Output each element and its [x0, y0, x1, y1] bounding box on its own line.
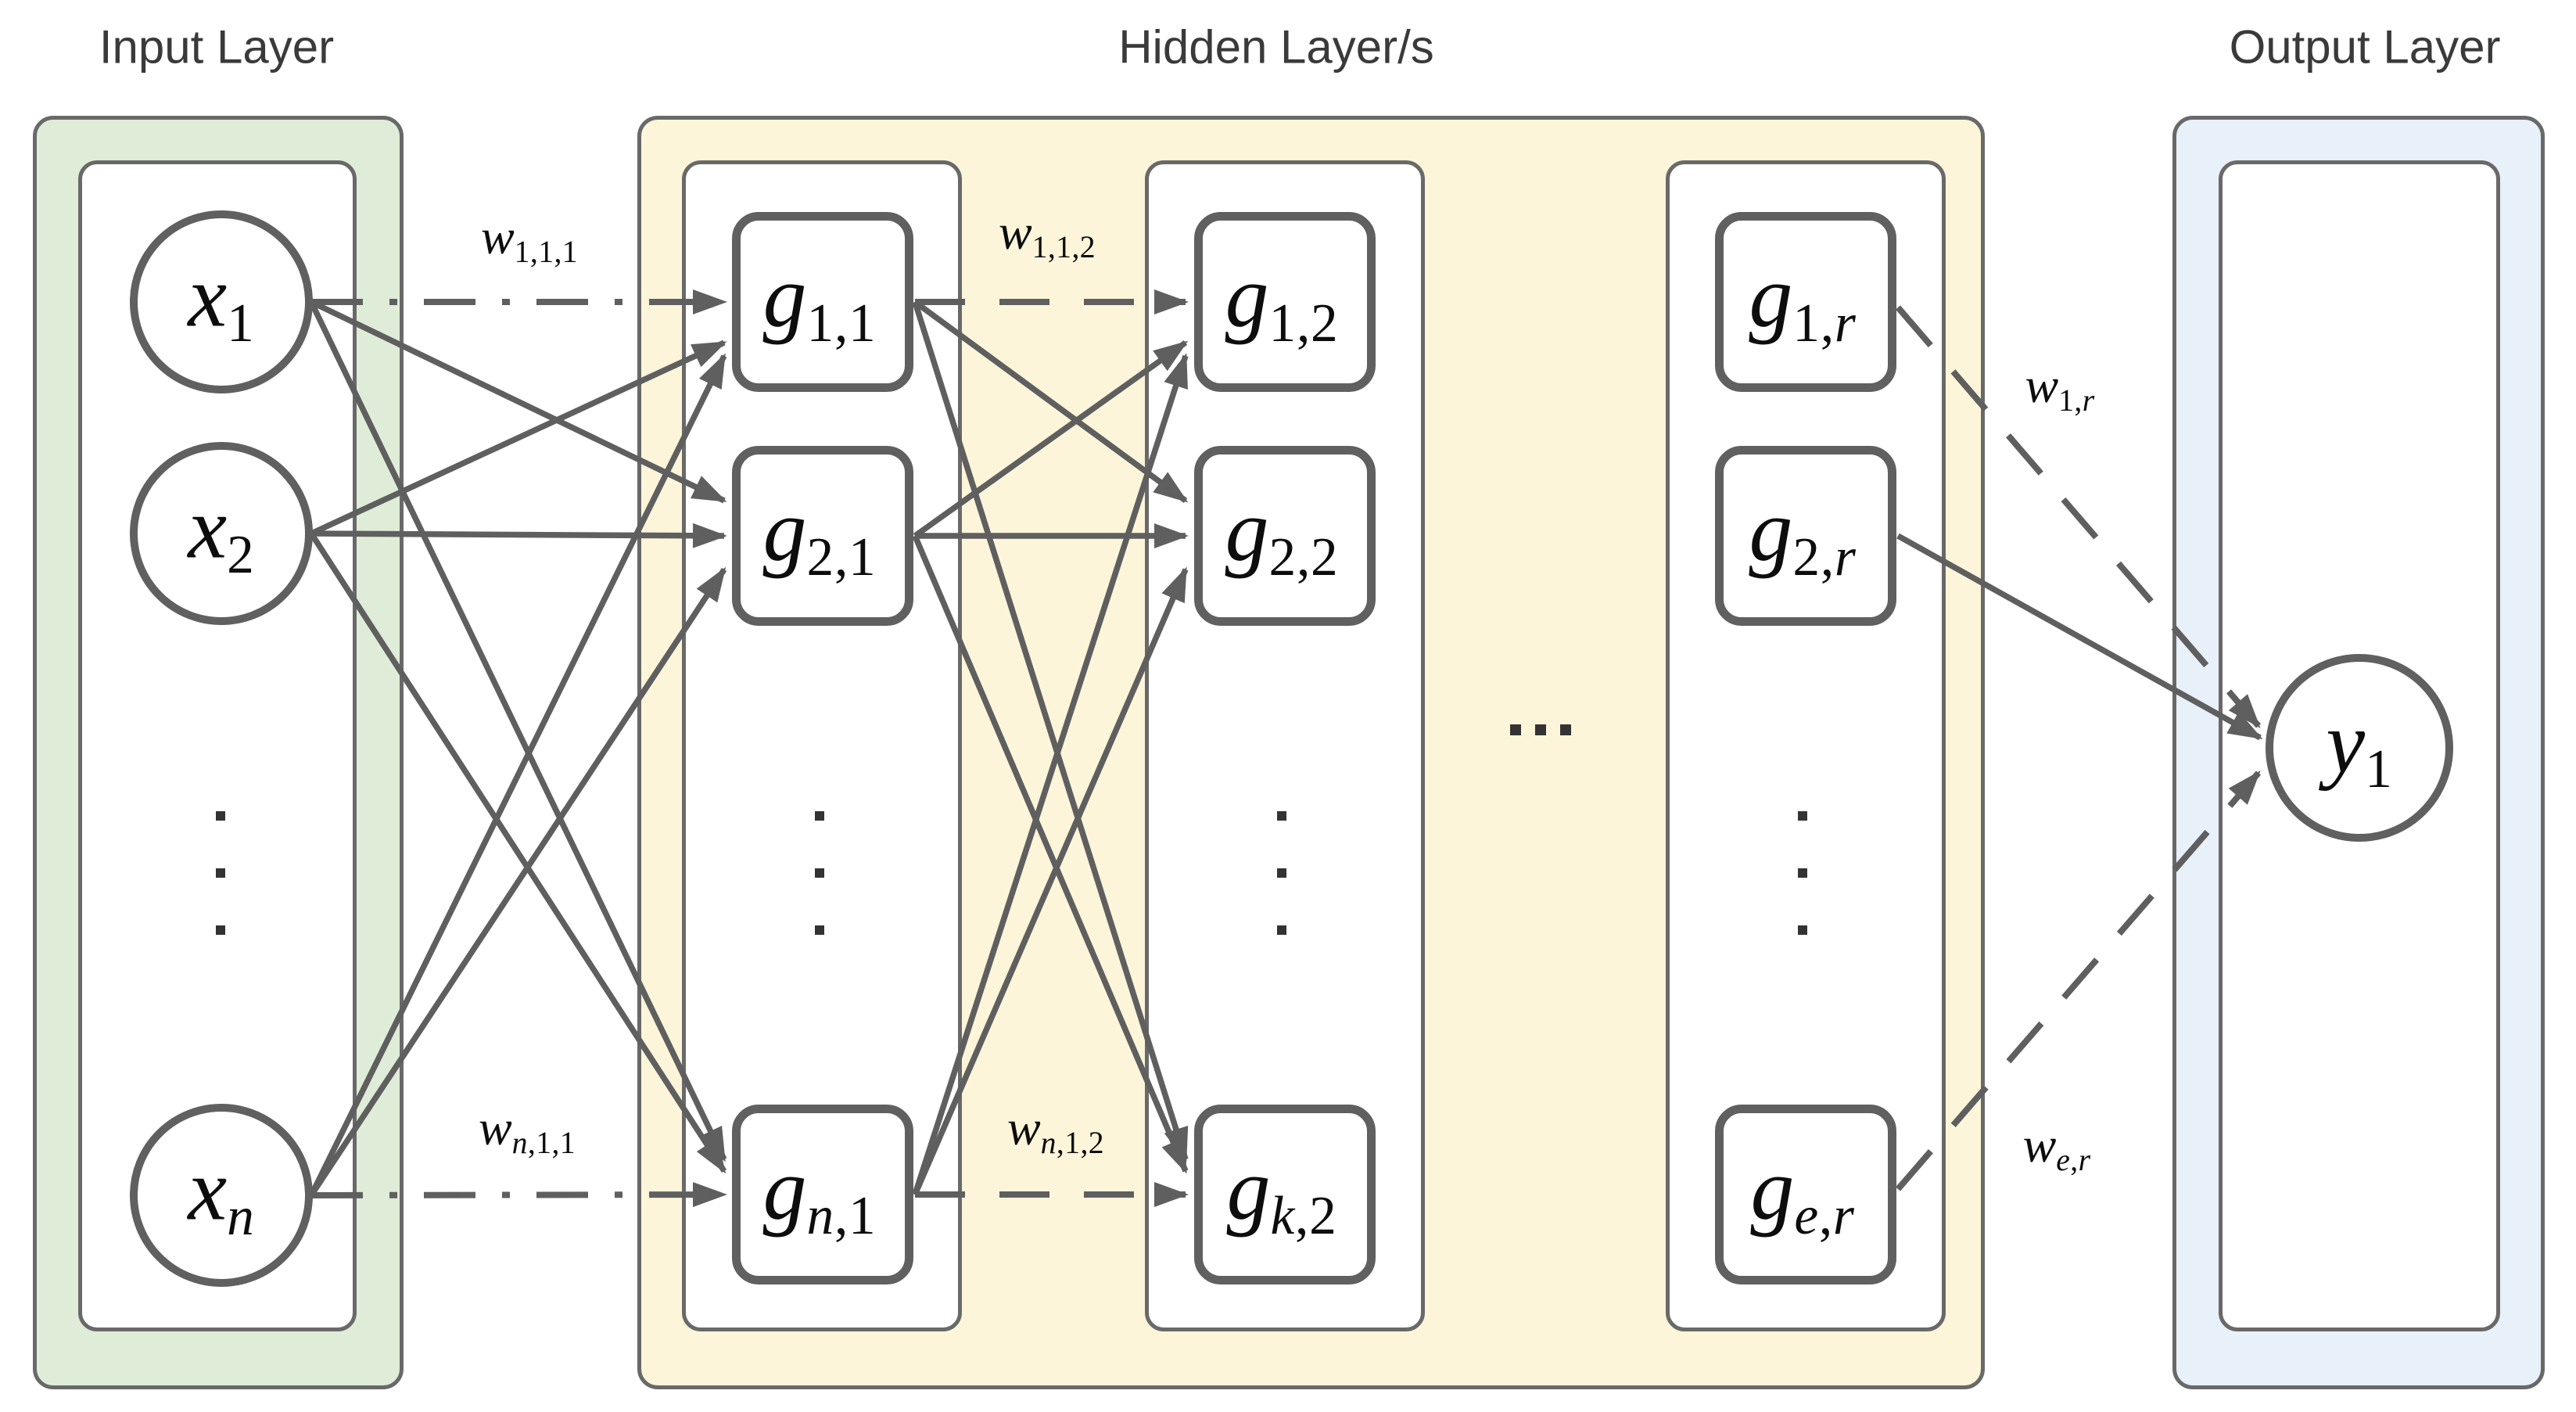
- edge-xn-g21: [308, 566, 727, 1198]
- node-x2-label: x2: [188, 480, 255, 585]
- node-g21: [732, 446, 913, 626]
- node-gn1: [732, 1105, 913, 1284]
- node-gk2-label: gk,2: [1226, 1141, 1337, 1246]
- node-x2: [130, 442, 313, 625]
- node-gk2: [1194, 1105, 1376, 1284]
- edge-g11-g22: [913, 299, 1189, 504]
- hidden-layer-title: Hidden Layer/s: [1118, 20, 1434, 74]
- hidden2-vertical-ellipsis: [1277, 811, 1286, 935]
- edge-g21-gk2: [912, 534, 1189, 1174]
- weight-wer-label: we,r: [2022, 1117, 2091, 1178]
- node-g2r: [1715, 446, 1896, 626]
- node-g11: [732, 212, 913, 392]
- edge-g2r-y1: [1896, 533, 2263, 741]
- weight-wn11-label: wn,1,1: [478, 1100, 576, 1161]
- edge-x2-g21: [310, 523, 727, 548]
- node-g22-label: g2,2: [1225, 482, 1339, 587]
- edge-x2-gn1: [308, 531, 727, 1174]
- edge-gn1-g12: [912, 353, 1189, 1196]
- node-x1-label: x1: [188, 248, 255, 354]
- node-xn: [130, 1104, 313, 1287]
- node-g12: [1194, 212, 1376, 392]
- node-g1r: [1715, 212, 1896, 392]
- node-g11-label: g1,1: [762, 248, 877, 354]
- node-g12-label: g1,2: [1225, 248, 1339, 354]
- edge-x1-gn1: [308, 300, 727, 1162]
- hidden-groups-horizontal-ellipsis: [1510, 724, 1571, 735]
- hiddenR-vertical-ellipsis: [1798, 811, 1807, 935]
- node-y1-label: y1: [2326, 694, 2393, 799]
- edge-x1-g21: [310, 299, 727, 504]
- weight-w112-label: w1,1,2: [998, 204, 1096, 265]
- edge-gn1-g22: [912, 566, 1189, 1196]
- node-g1r-label: g1,r: [1749, 248, 1857, 354]
- edge-g21-g12: [913, 340, 1189, 539]
- edge-ger-y1: [1895, 770, 2262, 1191]
- node-y1: [2266, 654, 2453, 842]
- input-vertical-ellipsis: [216, 811, 225, 935]
- edge-xn-g11: [308, 353, 727, 1197]
- weight-w111-label: w1,1,1: [480, 209, 579, 270]
- edge-x2-g11: [310, 340, 727, 537]
- node-gn1-label: gn,1: [762, 1141, 877, 1246]
- node-ger: [1715, 1105, 1896, 1284]
- node-g21-label: g2,1: [762, 482, 877, 587]
- node-ger-label: ge,r: [1750, 1141, 1855, 1246]
- weight-wn12-label: wn,1,2: [1006, 1100, 1105, 1161]
- edge-g11-gk2: [912, 300, 1189, 1162]
- node-x1: [130, 210, 313, 393]
- input-layer-title: Input Layer: [99, 20, 335, 74]
- hidden1-vertical-ellipsis: [815, 811, 824, 935]
- node-xn-label: xn: [188, 1141, 255, 1247]
- node-g2r-label: g2,r: [1749, 482, 1857, 587]
- weight-w1r-label: w1,r: [2025, 357, 2095, 419]
- edge-g1r-y1: [1895, 305, 2262, 729]
- output-layer-title: Output Layer: [2229, 20, 2501, 74]
- node-g22: [1194, 446, 1376, 626]
